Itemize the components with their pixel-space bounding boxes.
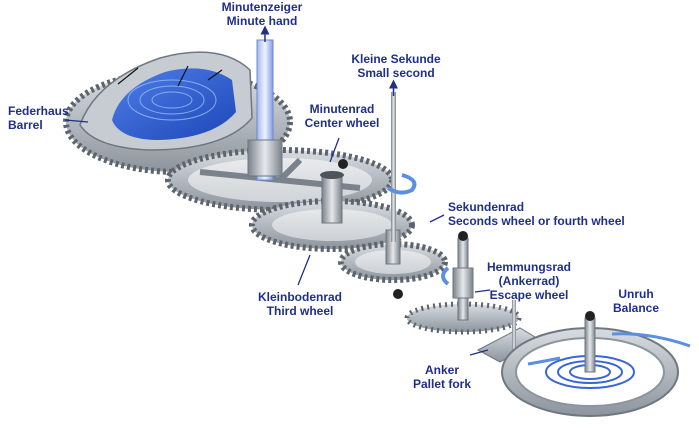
label-center-wheel-de: Minutenrad [309, 102, 375, 116]
fourth-wheel [338, 79, 448, 299]
label-small-second: Kleine Sekunde Small second [340, 52, 452, 80]
label-minute-hand-en: Minute hand [226, 14, 298, 28]
label-small-second-de: Kleine Sekunde [351, 52, 441, 66]
label-escape-wheel-de: Hemmungsrad [486, 260, 572, 274]
label-escape-wheel-en: Escape wheel [489, 288, 569, 302]
label-seconds-wheel: Sekundenrad Seconds wheel or fourth whee… [448, 200, 625, 228]
label-pallet-fork-en: Pallet fork [412, 377, 472, 391]
escape-rotation-icon [441, 266, 450, 286]
label-seconds-wheel-en: Seconds wheel or fourth wheel [448, 214, 625, 228]
label-balance: Unruh Balance [606, 287, 666, 315]
label-seconds-wheel-de: Sekundenrad [448, 200, 525, 214]
balance-rotation-arrow [611, 332, 691, 348]
label-minute-hand-de: Minutenzeiger [221, 0, 303, 14]
label-minute-hand: Minutenzeiger Minute hand [202, 0, 322, 28]
escape-wheel [404, 231, 522, 335]
label-center-wheel: Minutenrad Center wheel [298, 102, 386, 130]
label-pallet-fork-de: Anker [424, 363, 459, 377]
label-escape-wheel-de2: (Ankerrad) [498, 274, 560, 288]
label-barrel-de: Federhaus [8, 104, 69, 118]
third-wheel [249, 159, 415, 252]
balance-rotation-arrow-left [527, 356, 561, 366]
label-third-wheel-de: Kleinbodenrad [257, 290, 342, 304]
label-pallet-fork: Anker Pallet fork [404, 363, 480, 391]
label-third-wheel-en: Third wheel [266, 304, 334, 318]
barrel-assembly [63, 51, 293, 175]
label-balance-de: Unruh [618, 287, 654, 301]
label-third-wheel: Kleinbodenrad Third wheel [250, 290, 350, 318]
balance-wheel [501, 311, 691, 417]
label-barrel: Federhaus Barrel [8, 104, 69, 132]
label-escape-wheel: Hemmungsrad (Ankerrad) Escape wheel [486, 260, 572, 302]
minute-hand-shaft [247, 25, 283, 181]
label-balance-en: Balance [612, 301, 660, 315]
label-center-wheel-en: Center wheel [304, 116, 380, 130]
small-second-rotation-icon [386, 173, 417, 195]
label-barrel-en: Barrel [8, 118, 43, 132]
label-small-second-en: Small second [357, 66, 435, 80]
